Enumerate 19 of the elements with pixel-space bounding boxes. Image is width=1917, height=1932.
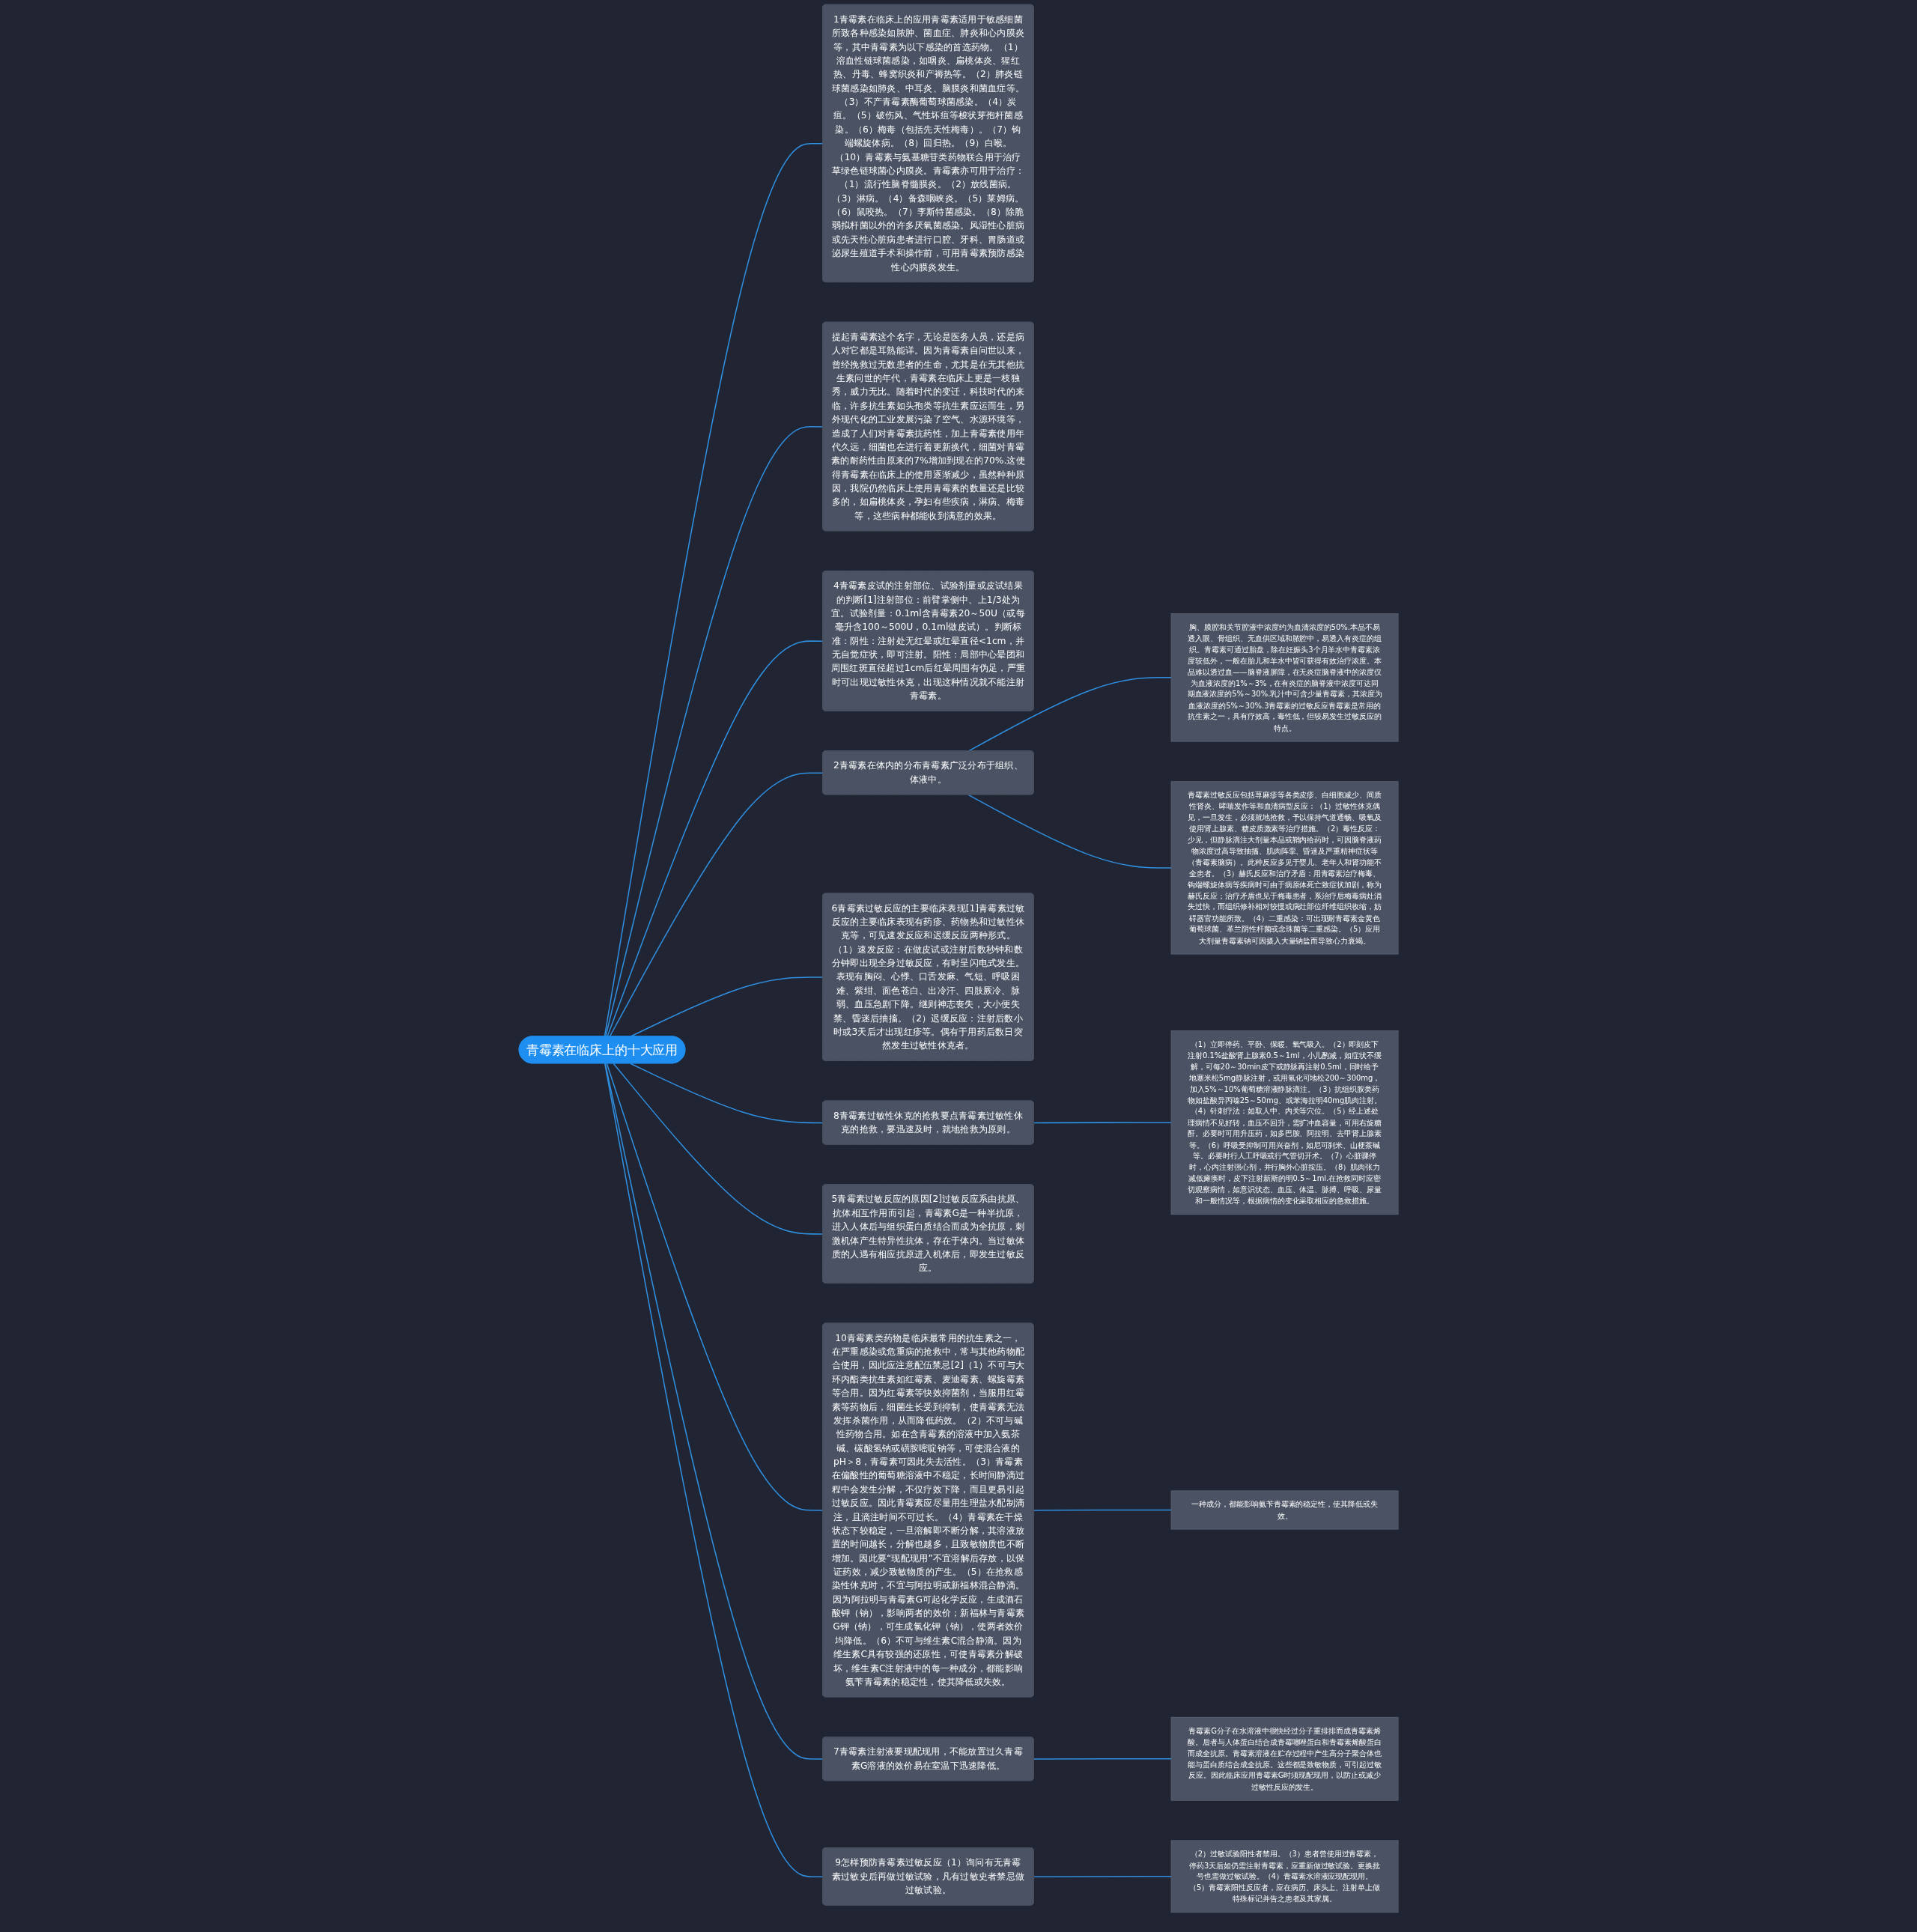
connector	[967, 677, 1172, 752]
node-box: 青霉素G分子在水溶液中很快经过分子重排排而成青霉素烯酸。后者与人体蛋白结合成青霉噻唑蛋白和青霉素烯酸蛋白而成全抗原。青霉素溶液在贮存过程中产生高分子聚合体也能与蛋白质结合成全抗原。这些都是致敏物质，可引起过敏反应。因此临床应用青霉素G时须现配现用，以防止或减少过敏性反应的发生。	[1170, 1716, 1399, 1801]
node-box: 胸、膜腔和关节腔液中浓度约为血清浓度的50%.本品不易透入眼、骨组织、无血供区域和脓腔中，易透入有炎症的组织。青霉素可通过胎盘，除在妊娠头3个月羊水中青霉素浓度较低外，一般在胎儿和羊水中皆可获得有效治疗浓度。本品难以透过血——脑脊液屏障，在无炎症脑脊液中的浓度仅为血液浓度的1%～3%，在有炎症的脑脊液中浓度可达同期血液浓度的5%～30%.乳汁中可含少量青霉素，其浓度为血液浓度的5%～30%.3青霉素的过敏反应青霉素是常用的抗生素之一，具有疗效高，毒性低，但较易发生过敏反应的特点。	[1170, 613, 1399, 742]
node-box: 青霉素过敏反应包括荨麻疹等各类皮疹、白细胞减少、间质性肾炎、哮喘发作等和血清病型反应：（1）过敏性休克偶见，一旦发生，必须就地抢救，予以保持气道通畅、吸氧及使用肾上腺素、糖皮质激素等治疗措施。（2）毒性反应：少见，但静脉滴注大剂量本品或鞘内给药时，可因脑脊液药物浓度过高导致抽搐、肌肉阵挛、昏迷及严重精神症状等（青霉素脑病）。此种反应多见于婴儿、老年人和肾功能不全患者。（3）赫氏反应和治疗矛盾：用青霉素治疗梅毒、钩端螺旋体病等疾病时可由于病原体死亡致症状加剧，称为赫氏反应；治疗矛盾也见于梅毒患者，系治疗后梅毒病灶消失过快，而组织修补相对较慢或病灶部位纤维组织收缩，妨碍器官功能所致。（4）二重感染：可出现耐青霉素金黄色葡萄球菌、革兰阴性杆菌或念珠菌等二重感染。（5）应用大剂量青霉素钠可因摄入大量钠盐而导致心力衰竭。	[1170, 781, 1399, 955]
node-box: （2）过敏试验阳性者禁用。（3）患者曾使用过青霉素，停药3天后如仍需注射青霉素，应重新做过敏试验。更换批号也需做过敏试验。（4）青霉素水溶液应现配现用。（5）青霉素阳性反应者，应在病历、床头上、注射单上做特殊标记并告之患者及其家属。	[1170, 1840, 1399, 1913]
connector	[630, 1063, 824, 1124]
connector	[604, 142, 824, 1037]
connector	[967, 794, 1172, 869]
connector	[607, 640, 824, 1037]
connector	[1033, 1758, 1172, 1760]
node-box: （1）立即停药、平卧、保暖、氧气吸入。（2）即刻皮下注射0.1%盐酸肾上腺素0.5～1ml，小儿酌减，如症状不缓解，可每20～30min皮下或静脉再注射0.5ml，同时给予地塞米松5mg静脉注射，或用氢化可地松200～300mg，加入5%～10%葡萄糖溶液静脉滴注。（3）抗组织胺类药物如盐酸异丙嗪25～50mg、或苯海拉明40mg肌肉注射。（4）针刺疗法：如取人中、内关等穴位。（5）经上述处理病情不见好转，血压不回升，需扩冲血容量，可用右旋糖酐。必要时可用升压药，如多巴胺、阿拉明、去甲肾上腺素等。（6）呼吸受抑制可用兴奋剂，如尼可刹米、山梗茶碱等。必要时行人工呼吸或行气管切开术。（7）心脏骤停时，心内注射强心剂，并行胸外心脏按压。（8）肌肉张力减低瘫痪时，皮下注射新斯的明0.5～1ml.在抢救同时应密切观察病情，如意识状态、血压、体温、脉搏、呼吸、尿量和一般情况等，根据病情的变化采取相应的急救措施。	[1170, 1030, 1399, 1215]
connector	[1033, 1509, 1172, 1511]
connector	[1033, 1876, 1172, 1877]
connector	[604, 426, 824, 1037]
connector	[606, 1063, 824, 1511]
connector	[609, 772, 824, 1037]
connector	[1033, 1122, 1172, 1124]
connector	[613, 1063, 824, 1235]
node-box: 一种成分，都能影响氨苄青霉素的稳定性，使其降低或失效。	[1170, 1490, 1399, 1530]
